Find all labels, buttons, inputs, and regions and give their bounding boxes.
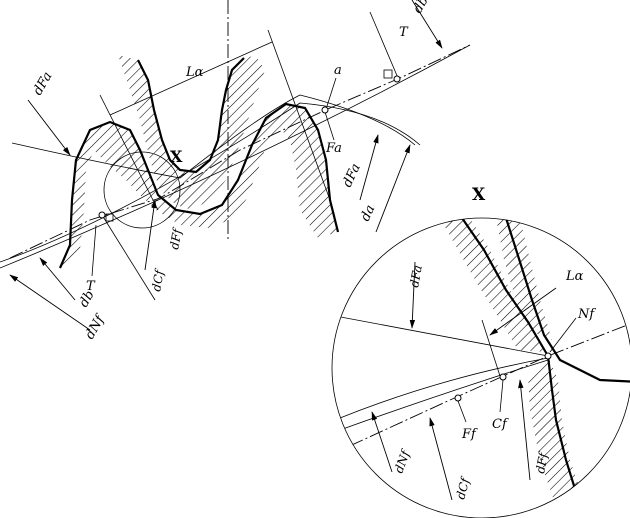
- mating-gear-profile: [137, 57, 245, 174]
- tip-circle-arc: [0, 102, 421, 263]
- detail-arc-2: [339, 359, 549, 431]
- detail-label-nf: Nf: [577, 307, 596, 322]
- label-da: da: [358, 203, 378, 224]
- label-fa: Fa: [325, 141, 342, 156]
- point-t-bottom: [98, 211, 106, 219]
- mating-gear-hatch: [118, 55, 265, 210]
- label-t-bottom: T: [86, 279, 96, 294]
- label-dnf: dNf: [82, 311, 108, 342]
- t-top-leader: [369, 11, 399, 79]
- detail-circle: [331, 217, 630, 518]
- label-x-marker: X: [170, 147, 183, 166]
- dff-arrow: [144, 199, 157, 271]
- detail-upper-profile: [461, 218, 549, 357]
- detail-nf-leader: [549, 317, 577, 353]
- left-view: dFa Lα a T db Fa dFa da X dFf dCf T db d…: [0, 0, 471, 342]
- detail-dcf-arrow: [429, 417, 453, 501]
- driving-gear-hatch: [60, 104, 338, 268]
- label-dfa-top: dFa: [30, 70, 55, 98]
- detail-cf-leader: [499, 379, 504, 413]
- right-angle-top: [383, 69, 393, 79]
- driving-gear-profile: [58, 102, 340, 269]
- label-db-bottom: db: [76, 288, 97, 310]
- detail-lower-profile: [546, 355, 586, 518]
- l-alpha-ext-right: [267, 29, 331, 201]
- fa-leader: [324, 111, 335, 141]
- label-db-top: db: [410, 0, 431, 16]
- db-arrow-top: [411, 0, 443, 49]
- detail-l-alpha-ext: [481, 319, 501, 377]
- label-dff: dFf: [167, 225, 185, 250]
- detail-right-profile: [504, 218, 630, 384]
- detail-label-dff: dFf: [533, 449, 551, 474]
- detail-dfa-line: [332, 314, 549, 357]
- dfa-arrow-top: [27, 99, 71, 156]
- db-arrow-bottom: [39, 257, 76, 301]
- detail-circle-x: [103, 151, 181, 229]
- detail-arc-1: [339, 357, 549, 419]
- l-alpha-ext-left: [99, 94, 159, 211]
- label-t-top: T: [399, 25, 409, 40]
- dfa-arrow-right: [359, 134, 379, 201]
- point-ff: [454, 394, 462, 402]
- label-a: a: [334, 63, 342, 78]
- point-nf: [544, 352, 552, 360]
- detail-label-l-alpha: Lα: [565, 269, 584, 284]
- detail-line-of-action: [332, 319, 630, 456]
- label-dfa-right: dFa: [340, 161, 364, 189]
- l-alpha-dim-line: [109, 41, 273, 116]
- label-dcf: dCf: [149, 267, 167, 293]
- label-l-alpha: Lα: [185, 65, 204, 80]
- detail-dff-arrow: [518, 379, 531, 481]
- point-fa: [321, 106, 329, 114]
- detail-title: X: [472, 185, 486, 205]
- detail-label-dfa: dFa: [407, 264, 425, 288]
- detail-view: X: [331, 185, 630, 518]
- detail-label-dnf: dNf: [392, 447, 414, 475]
- point-t-top: [393, 75, 401, 83]
- detail-dnf-arrow: [371, 411, 393, 473]
- detail-right-hatch: [496, 218, 552, 340]
- right-angle-bottom: [105, 213, 114, 222]
- point-cf: [499, 373, 507, 381]
- detail-upper-hatch: [440, 218, 545, 352]
- detail-label-dcf: dCf: [453, 474, 473, 501]
- a-leader: [326, 77, 337, 107]
- dcf-ext: [101, 214, 156, 301]
- da-arrow-right: [375, 144, 411, 233]
- detail-lower-hatch: [528, 356, 590, 518]
- t-bottom-leader: [91, 224, 97, 277]
- base-circle-arc: [0, 44, 471, 269]
- detail-dfa-arrow: [409, 261, 416, 329]
- detail-label-ff: Ff: [461, 427, 478, 442]
- detail-label-cf: Cf: [492, 417, 509, 432]
- dnf-arrow: [9, 274, 91, 331]
- detail-l-alpha-arrow: [489, 287, 557, 336]
- detail-ff-leader: [457, 400, 467, 423]
